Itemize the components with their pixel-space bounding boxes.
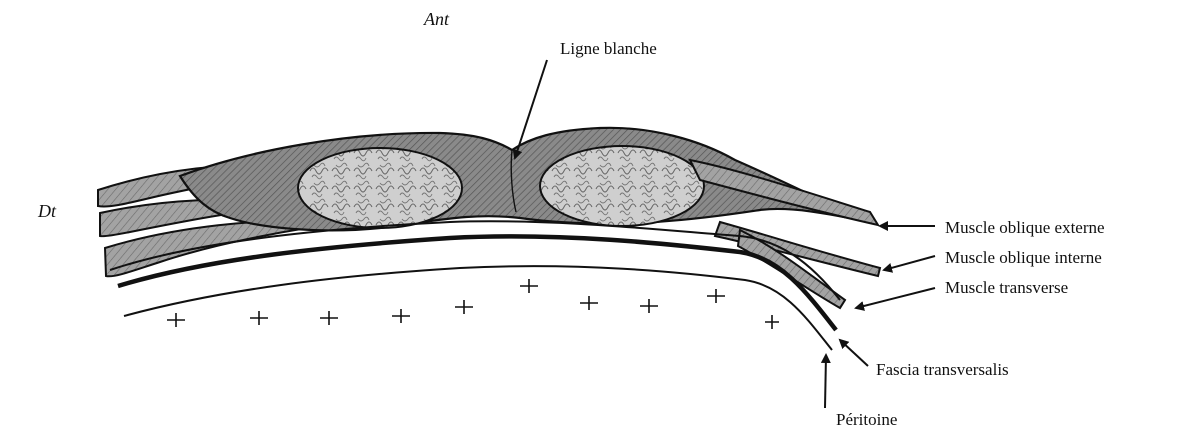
- arrow-peritoine: [825, 355, 826, 408]
- arrow-fascia: [840, 340, 868, 366]
- rectus-left: [298, 148, 462, 228]
- fascia-transversalis-line: [118, 236, 836, 330]
- label-transverse: Muscle transverse: [945, 278, 1068, 297]
- orientation-lateral: Dt: [37, 201, 57, 221]
- label-oblique-externe: Muscle oblique externe: [945, 218, 1105, 237]
- orientation-anterior: Ant: [423, 9, 450, 29]
- arrow-transverse: [856, 288, 935, 308]
- arrow-oblique-interne: [884, 256, 935, 270]
- cavity-marks: [167, 279, 779, 329]
- rectus-right: [540, 146, 704, 226]
- right-transverse: [738, 230, 845, 308]
- label-peritoine: Péritoine: [836, 410, 897, 429]
- label-fascia: Fascia transversalis: [876, 360, 1009, 379]
- label-oblique-interne: Muscle oblique interne: [945, 248, 1102, 267]
- label-ligne-blanche: Ligne blanche: [560, 39, 657, 58]
- peritoine-line: [124, 266, 832, 350]
